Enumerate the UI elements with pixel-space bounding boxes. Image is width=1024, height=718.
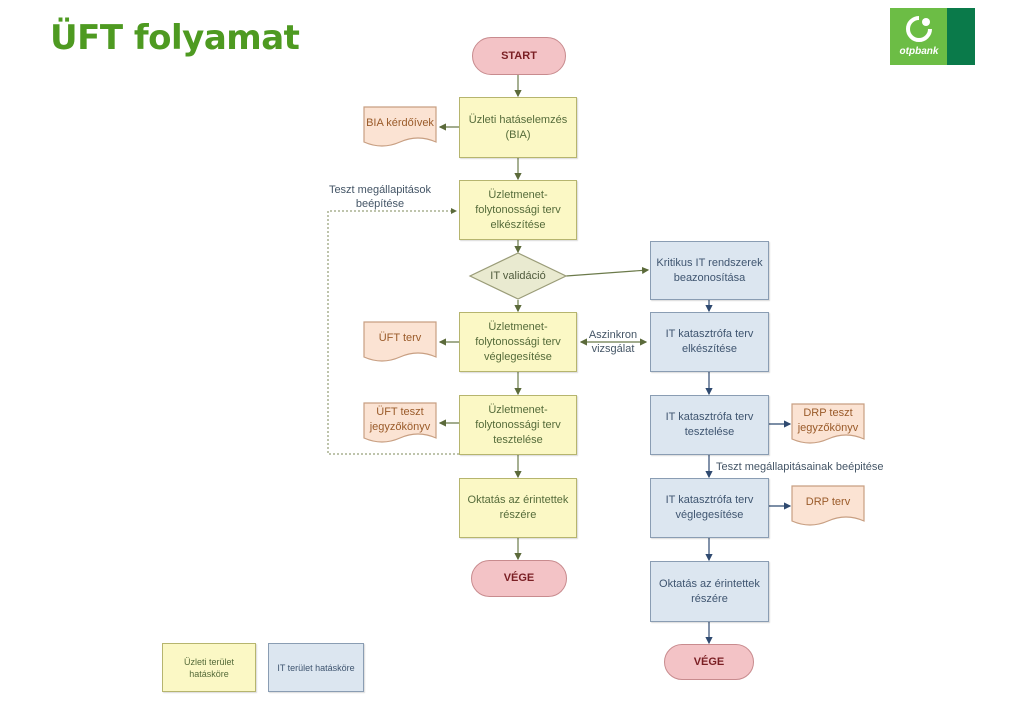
end-terminal-it: VÉGE [664, 644, 754, 680]
logo-text: otpbank [899, 46, 939, 57]
doc-bia-questionnaires: BIA kérdőívek [366, 116, 434, 129]
step-critical-systems: Kritikus IT rendszerek beazonosítása [650, 241, 769, 300]
decision-label: IT validáció [490, 270, 546, 282]
doc-drp-plan: DRP terv [805, 495, 851, 508]
label-drp-test-findings: Teszt megállapitásainak beépitése [716, 461, 884, 473]
loop-test-findings [327, 208, 459, 455]
doc-shape-uft-plan [363, 321, 437, 362]
doc-shape-drp-plan [791, 485, 865, 526]
logo-dark-panel [947, 8, 975, 65]
step-drp-test: IT katasztrófa terv tesztelése [650, 395, 769, 455]
legend-it-scope: IT terület hatásköre [268, 643, 364, 692]
otp-ring-icon [906, 16, 932, 42]
label-async-check: Aszinkron vizsgálat [588, 329, 638, 355]
doc-shape-uft-test [363, 402, 437, 443]
end-terminal-business: VÉGE [471, 560, 567, 597]
start-terminal: START [472, 37, 566, 75]
doc-drp-test-report: DRP teszt jegyzőkönyv [797, 407, 859, 434]
step-business-training: Oktatás az érintettek részére [459, 478, 577, 538]
label-test-findings-loop: Teszt megállapitások beépítése [328, 184, 432, 210]
step-bcp-create: Üzletmenet- folytonossági terv elkészíté… [459, 180, 577, 240]
legend-business-scope: Üzleti terület hatásköre [162, 643, 256, 692]
decision-it-validation [468, 252, 568, 300]
arrow-validation-it [565, 266, 650, 277]
otpbank-logo: otpbank [890, 8, 975, 65]
step-drp-finalize: IT katasztrófa terv véglegesítése [650, 478, 769, 538]
slide-title: ÜFT folyamat [50, 18, 300, 58]
doc-shape-drp-test [791, 403, 865, 444]
step-bcp-finalize: Üzletmenet- folytonossági terv véglegesí… [459, 312, 577, 372]
step-bia: Üzleti hatáselemzés (BIA) [459, 97, 577, 158]
doc-uft-plan: ÜFT terv [378, 331, 422, 344]
step-drp-create: IT katasztrófa terv elkészítése [650, 312, 769, 372]
doc-uft-test-report: ÜFT teszt jegyzőkönyv [369, 406, 431, 433]
step-bcp-test: Üzletmenet- folytonossági terv tesztelés… [459, 395, 577, 455]
doc-shape-bia [363, 106, 437, 147]
step-it-training: Oktatás az érintettek részére [650, 561, 769, 622]
